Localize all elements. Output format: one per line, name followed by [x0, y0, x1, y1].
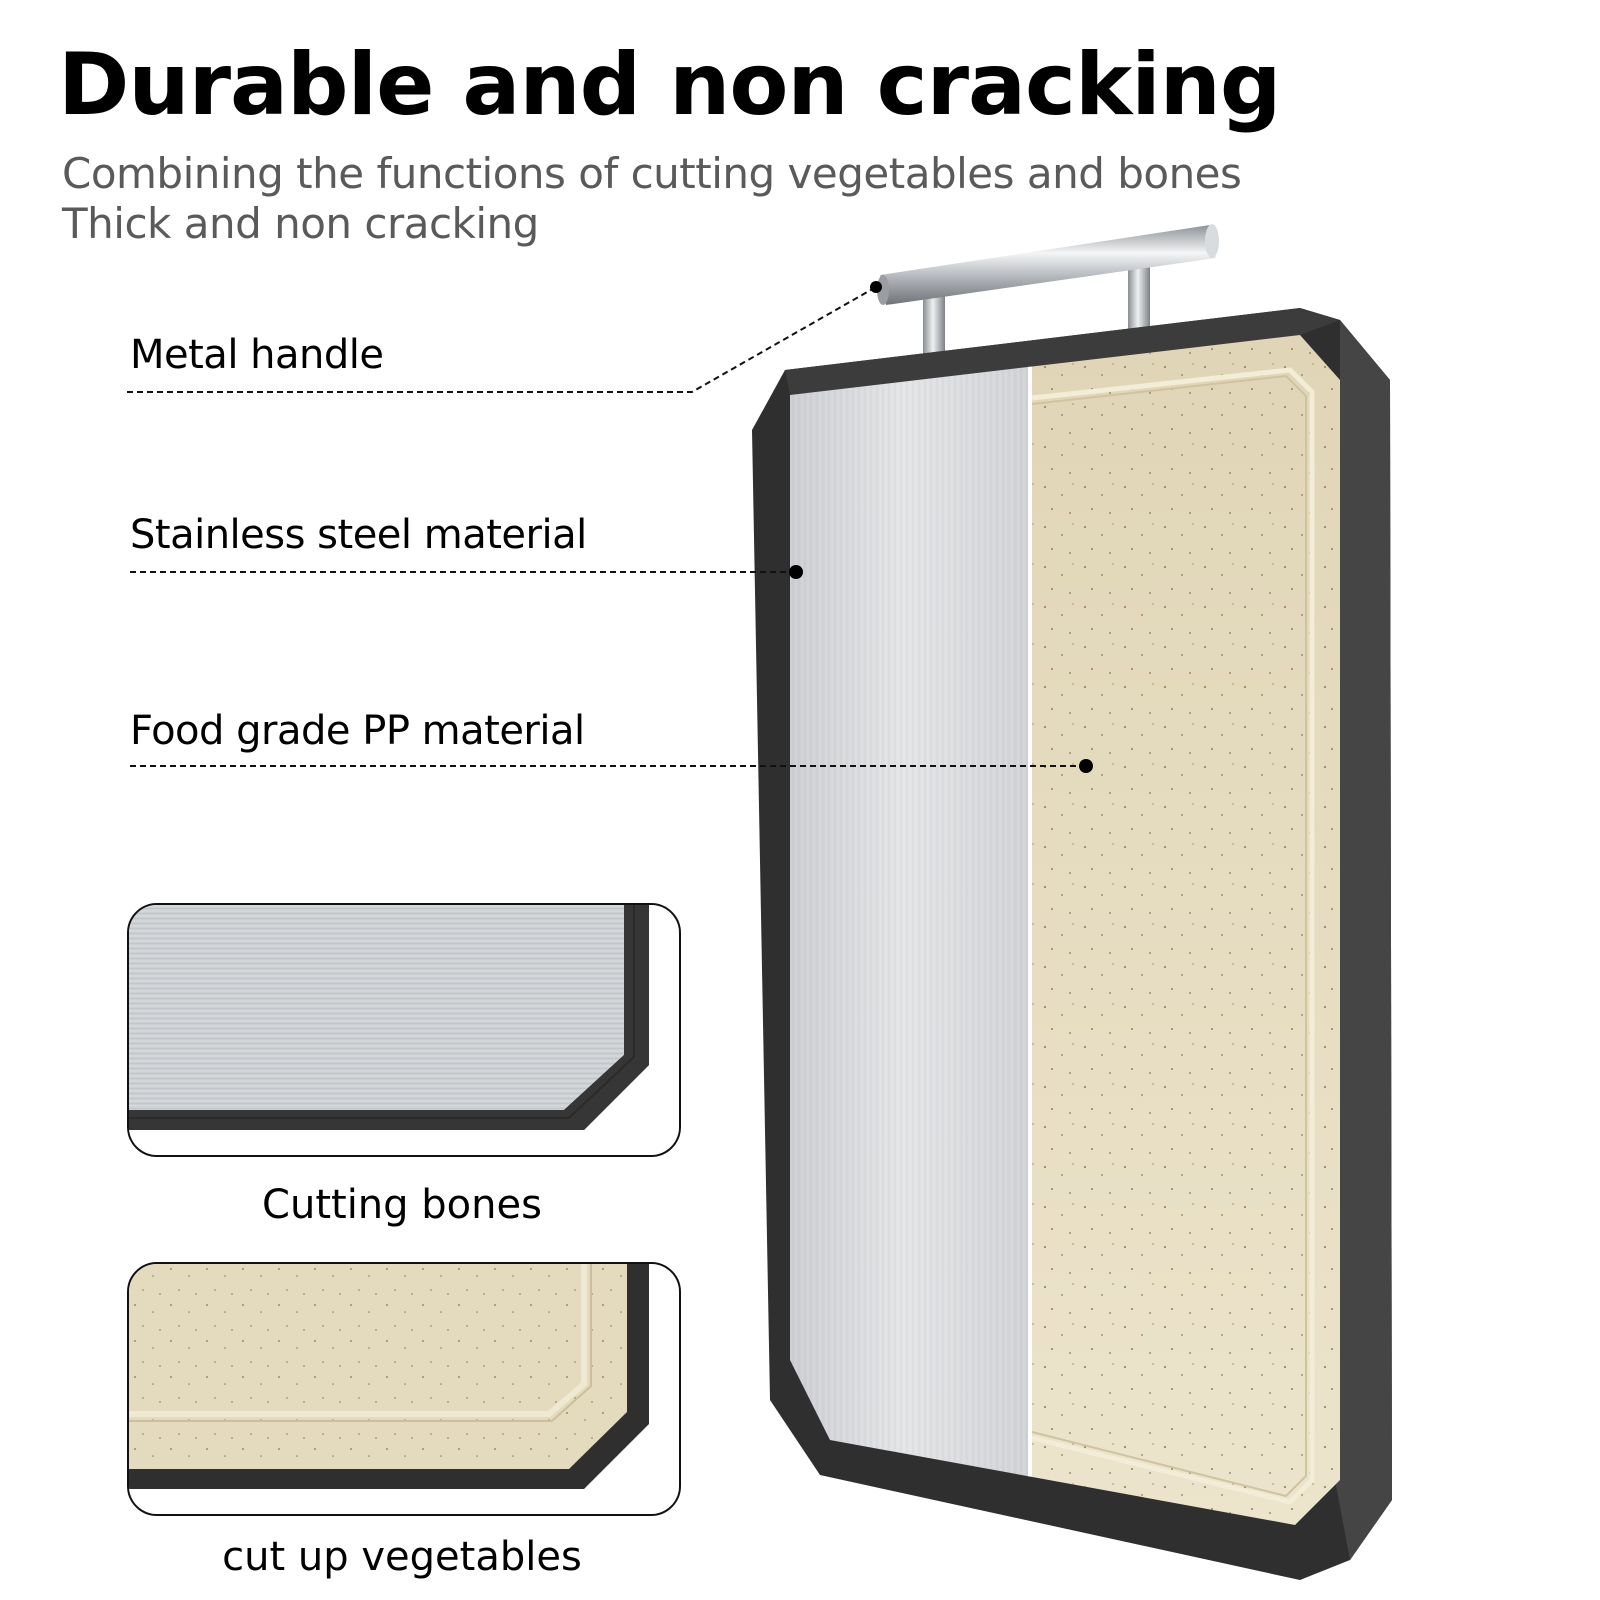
inset-pp-closeup — [127, 1262, 681, 1516]
page-title: Durable and non cracking — [58, 35, 1281, 135]
callout-label-metal-handle: Metal handle — [130, 332, 384, 378]
callout-line-handle — [127, 286, 877, 393]
board-face — [790, 335, 1340, 1525]
callout-label-pp-material: Food grade PP material — [130, 708, 585, 754]
inset-steel-closeup — [127, 903, 681, 1157]
callout-label-stainless-steel: Stainless steel material — [130, 512, 587, 558]
metal-handle — [877, 224, 1219, 357]
inset-caption-cut-vegetables: cut up vegetables — [222, 1534, 582, 1580]
inset-caption-cutting-bones: Cutting bones — [262, 1182, 542, 1228]
callout-dot-handle — [870, 281, 882, 293]
subtitle-line-1: Combining the functions of cutting veget… — [62, 149, 1242, 198]
subtitle-line-2: Thick and non cracking — [62, 199, 539, 248]
callout-dot-pp — [1079, 759, 1093, 773]
callout-dot-steel — [789, 565, 803, 579]
callout-lines — [127, 286, 1084, 767]
